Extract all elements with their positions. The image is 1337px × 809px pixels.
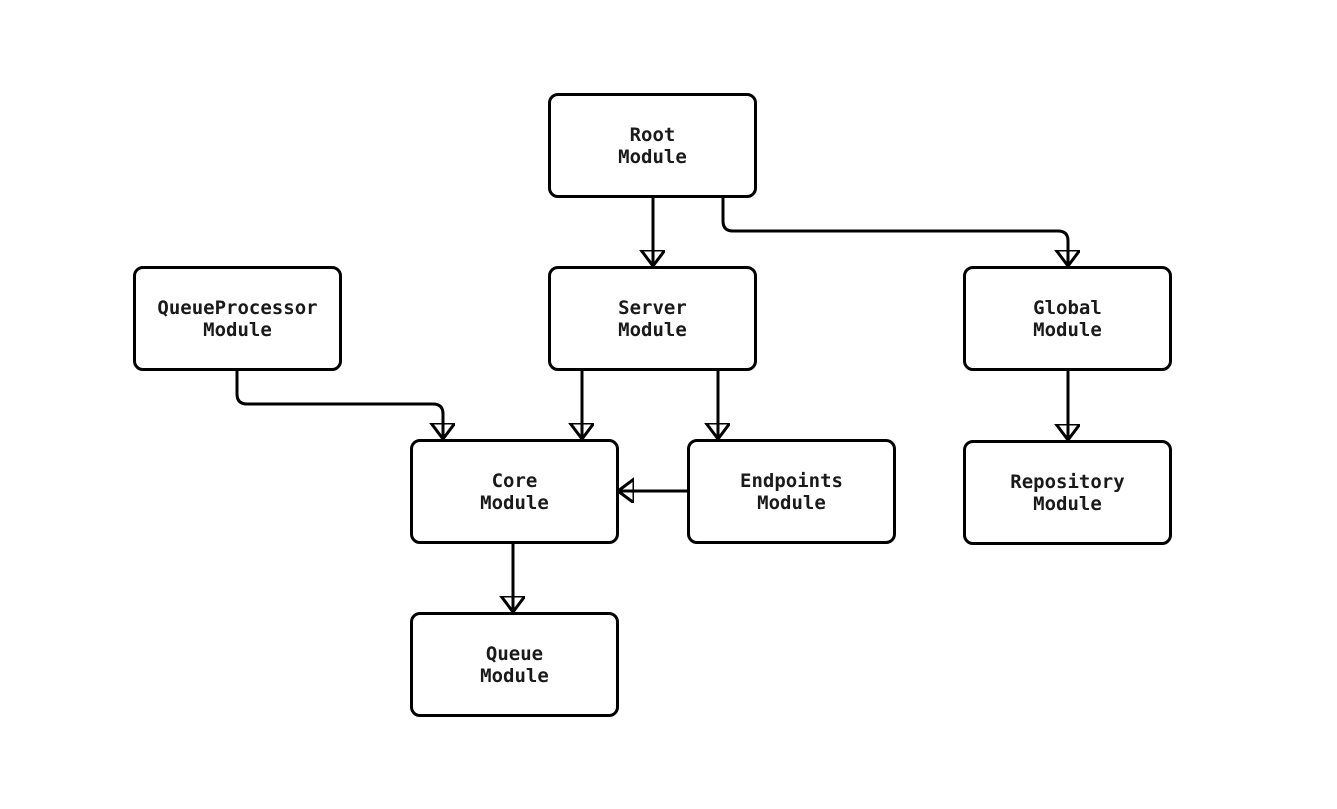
node-root-module-label: Root Module bbox=[618, 123, 687, 168]
node-global-module: Global Module bbox=[963, 266, 1172, 371]
node-core-module-label: Core Module bbox=[480, 469, 549, 514]
edge-queueprocessor-to-core bbox=[235, 369, 443, 439]
node-repository-module-label: Repository Module bbox=[1010, 470, 1125, 515]
node-queueprocessor-module: QueueProcessor Module bbox=[133, 266, 342, 371]
node-server-module: Server Module bbox=[548, 266, 757, 371]
node-repository-module: Repository Module bbox=[963, 440, 1172, 545]
node-endpoints-module-label: Endpoints Module bbox=[740, 469, 843, 514]
node-queueprocessor-module-label: QueueProcessor Module bbox=[157, 296, 318, 341]
edge-root-to-global bbox=[721, 198, 1068, 266]
node-queue-module: Queue Module bbox=[410, 612, 619, 717]
node-core-module: Core Module bbox=[410, 439, 619, 544]
node-endpoints-module: Endpoints Module bbox=[687, 439, 896, 544]
node-server-module-label: Server Module bbox=[618, 296, 687, 341]
node-global-module-label: Global Module bbox=[1033, 296, 1102, 341]
node-queue-module-label: Queue Module bbox=[480, 642, 549, 687]
node-root-module: Root Module bbox=[548, 93, 757, 198]
